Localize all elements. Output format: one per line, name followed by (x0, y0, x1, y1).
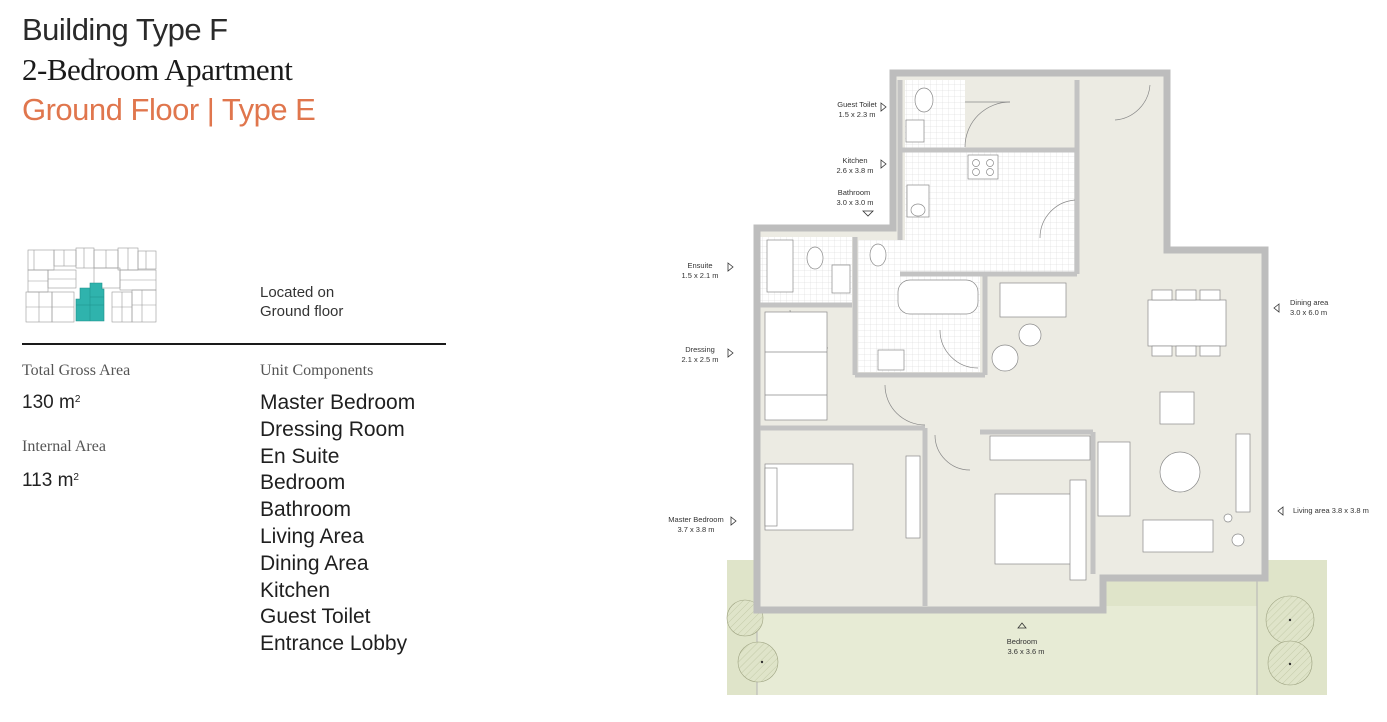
dims-kitchen: 2.6 x 3.8 m (836, 166, 873, 175)
label-guest-toilet: Guest Toilet (837, 100, 877, 109)
dims-dining-area: 3.0 x 6.0 m (1290, 308, 1327, 317)
unit-components-title: Unit Components (260, 362, 374, 379)
location-line-2: Ground floor (260, 303, 344, 320)
dims-dressing: 2.1 x 2.5 m (681, 355, 718, 364)
unit-superscript: 2 (73, 472, 79, 483)
dims-guest-toilet: 1.5 x 2.3 m (838, 110, 875, 119)
internal-area-value: 113 m2 (22, 470, 79, 491)
section-divider (22, 343, 446, 345)
floor-type-title: Ground Floor | Type E (22, 92, 316, 127)
label-dining-area: Dining area (1290, 298, 1329, 307)
component-item: Entrance Lobby (260, 632, 408, 656)
label-bedroom: Bedroom (1007, 637, 1037, 646)
component-item: Guest Toilet (260, 605, 371, 629)
component-item: En Suite (260, 444, 340, 468)
label-ensuite: Ensuite (687, 261, 712, 270)
component-item: Bathroom (260, 498, 352, 522)
label-kitchen: Kitchen (842, 156, 867, 165)
location-line-1: Located on (260, 284, 335, 301)
dims-bathroom: 3.0 x 3.0 m (836, 198, 873, 207)
direction-marker-icon (727, 102, 1284, 629)
apartment-floor (757, 73, 1265, 610)
dims-ensuite: 1.5 x 2.1 m (681, 271, 718, 280)
unit-components-list: Master Bedroom Dressing Room En Suite Be… (260, 390, 415, 658)
dims-master-bedroom: 3.7 x 3.8 m (677, 525, 714, 534)
total-gross-area-value: 130 m2 (22, 392, 81, 413)
label-dressing: Dressing (685, 345, 715, 354)
component-item: Kitchen (260, 578, 331, 602)
room-labels: Guest Toilet 1.5 x 2.3 m Kitchen 2.6 x 3… (668, 100, 1369, 656)
floor-plan: Guest Toilet 1.5 x 2.3 m Kitchen 2.6 x 3… (668, 69, 1369, 695)
internal-area-label: Internal Area (22, 438, 106, 455)
dims-bedroom: 3.6 x 3.6 m (1007, 647, 1044, 656)
location-note: Located on Ground floor (260, 283, 343, 321)
component-item: Master Bedroom (260, 391, 416, 414)
apartment-title: 2-Bedroom Apartment (22, 52, 293, 87)
unit-superscript: 2 (74, 394, 81, 405)
component-item: Dressing Room (260, 417, 405, 441)
building-type-title: Building Type F (22, 12, 228, 47)
label-living-area: Living area 3.8 x 3.8 m (1293, 506, 1369, 515)
total-gross-area-label: Total Gross Area (22, 362, 131, 379)
component-item: Living Area (260, 524, 364, 548)
label-master-bedroom: Master Bedroom (668, 515, 723, 524)
key-plan-thumbnail (24, 245, 159, 327)
component-item: Bedroom (260, 471, 346, 495)
component-item: Dining Area (260, 551, 369, 575)
label-bathroom: Bathroom (838, 188, 871, 197)
